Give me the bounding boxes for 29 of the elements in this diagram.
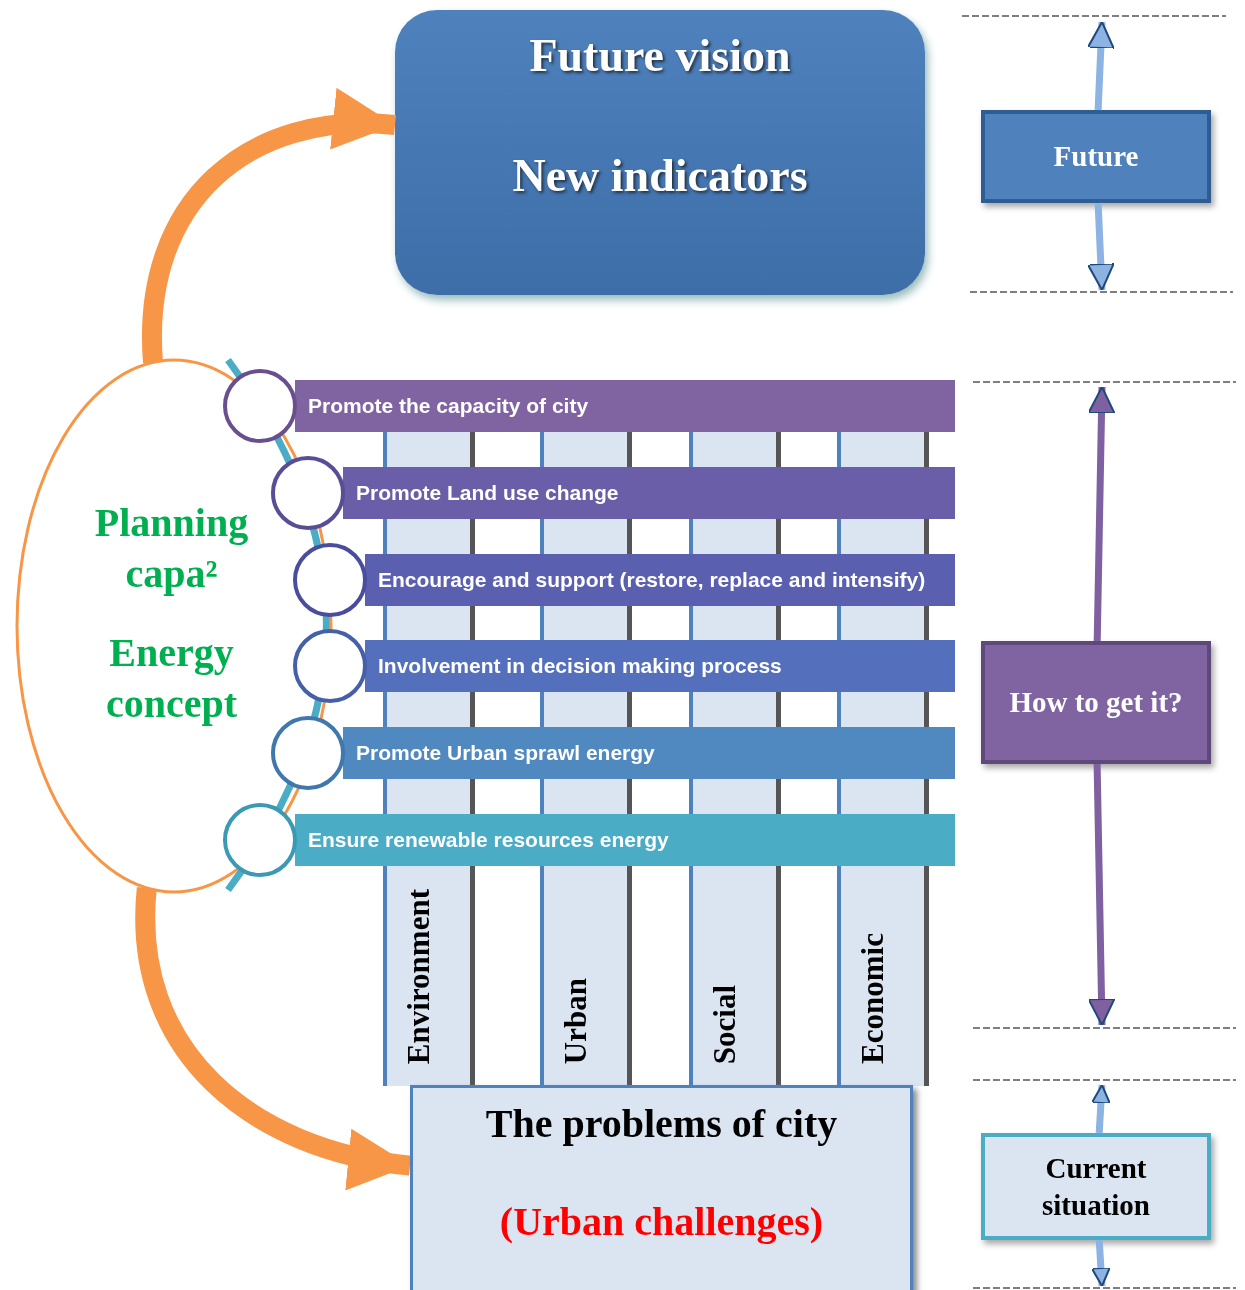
pillar-label: Environment [401, 888, 437, 1064]
pillar-label: Economic [855, 933, 891, 1064]
pillar-label: Urban [558, 977, 594, 1064]
box-heading: (Urban challenges) [498, 1198, 825, 1245]
box-heading: The problems of city [484, 1100, 839, 1147]
block-arrow [1086, 202, 1115, 291]
block-arrow [1087, 763, 1116, 1026]
strategy-bar: Promote Land use change [343, 467, 955, 519]
stage-box: How to get it? [981, 641, 1211, 764]
box-heading: New indicators [511, 150, 809, 203]
strategy-bar: Involvement in decision making process [365, 640, 955, 692]
problem-box [410, 1085, 913, 1290]
strategy-bar: Promote the capacity of city [295, 380, 955, 432]
curved-arrow [142, 91, 396, 363]
concept-text: Planning capa² [93, 499, 250, 598]
strategy-bar: Ensure renewable resources energy [295, 814, 955, 866]
pillar-label: Social [707, 984, 743, 1064]
block-arrow [1086, 21, 1115, 111]
block-arrow [1090, 1084, 1111, 1134]
block-arrow [1087, 386, 1116, 642]
block-arrow [1090, 1239, 1111, 1287]
box-heading: Future vision [528, 30, 792, 83]
curved-arrow [135, 887, 412, 1188]
stage-box: Future [981, 110, 1211, 203]
concept-text: Energy concept [104, 629, 239, 728]
strategy-bar: Encourage and support (restore, replace and intensify) [365, 554, 955, 606]
stage-box: Current situation [981, 1133, 1211, 1240]
rounded-box [395, 10, 925, 295]
strategy-bar: Promote Urban sprawl energy [343, 727, 955, 779]
